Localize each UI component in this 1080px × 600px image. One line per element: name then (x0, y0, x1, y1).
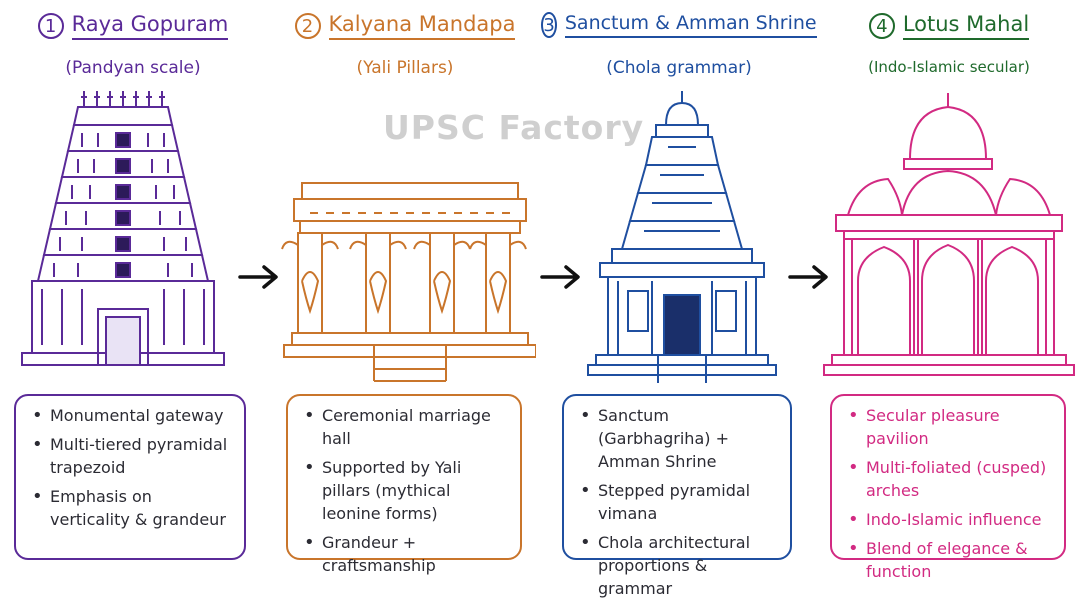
step-number-badge: 4 (868, 13, 895, 39)
panel-title: Sanctum & Amman Shrine (564, 12, 817, 38)
bullet-item: Emphasis on verticality & grandeur (30, 485, 234, 531)
bullet-item: Blend of elegance & function (846, 537, 1054, 583)
step-number-badge: 3 (541, 12, 557, 38)
panel-bullet-box: Sanctum (Garbhagriha) + Amman Shrine Ste… (562, 394, 792, 598)
panel-header: 2 Kalyana Mandapa (274, 12, 536, 40)
kalyana-mandapa-illustration (281, 182, 536, 382)
bullet-item: Multi-foliated (cusped) arches (846, 456, 1054, 502)
panel-subtitle: (Indo-Islamic secular) (868, 58, 1030, 76)
right-arrow-icon (788, 265, 828, 289)
bullet-item: Indo-Islamic influence (846, 508, 1054, 531)
panel-title: Kalyana Mandapa (328, 12, 516, 40)
panel-subtitle: (Chola grammar) (606, 58, 752, 78)
panel-bullet-box: Ceremonial marriage hall Supported by Ya… (286, 394, 522, 575)
right-arrow-icon (238, 265, 278, 289)
sanctum-vimana-illustration (587, 91, 777, 383)
panel-title: Lotus Mahal (902, 12, 1030, 40)
bullet-item: Chola architectural proportions & gramma… (578, 531, 780, 600)
step-number-badge: 1 (37, 13, 64, 39)
bullet-item: Grandeur + craftsmanship (302, 531, 510, 577)
bullet-item: Ceremonial marriage hall (302, 404, 510, 450)
panel-header: 3 Sanctum & Amman Shrine (541, 12, 817, 38)
raya-gopuram-illustration (21, 91, 225, 366)
step-number-badge: 2 (294, 13, 321, 39)
panel-sanctum-amman-shrine: 3 Sanctum & Amman Shrine (Chola grammar) (541, 0, 817, 598)
bullet-item: Secular pleasure pavilion (846, 404, 1054, 450)
lotus-mahal-illustration (823, 93, 1075, 376)
watermark-text: UPSC Factory (383, 108, 645, 147)
panel-subtitle: (Yali Pillars) (356, 58, 454, 78)
panel-lotus-mahal: 4 Lotus Mahal (Indo-Islamic secular) Sec… (818, 0, 1080, 581)
panel-header: 4 Lotus Mahal (818, 12, 1080, 40)
bullet-item: Monumental gateway (30, 404, 234, 427)
right-arrow-icon (540, 265, 580, 289)
panel-title: Raya Gopuram (71, 12, 229, 40)
bullet-item: Sanctum (Garbhagriha) + Amman Shrine (578, 404, 780, 473)
bullet-item: Stepped pyramidal vimana (578, 479, 780, 525)
panel-subtitle: (Pandyan scale) (65, 58, 201, 78)
bullet-item: Multi-tiered pyramidal trapezoid (30, 433, 234, 479)
panel-header: 1 Raya Gopuram (2, 12, 264, 40)
panel-raya-gopuram: 1 Raya Gopuram (Pandyan scale) (2, 0, 264, 574)
panel-kalyana-mandapa: 2 Kalyana Mandapa (Yali Pillars) Ceremon… (274, 0, 536, 575)
panel-bullet-box: Monumental gateway Multi-tiered pyramida… (14, 394, 246, 560)
panel-bullet-box: Secular pleasure pavilion Multi-foliated… (830, 394, 1066, 581)
bullet-item: Supported by Yali pillars (mythical leon… (302, 456, 510, 525)
